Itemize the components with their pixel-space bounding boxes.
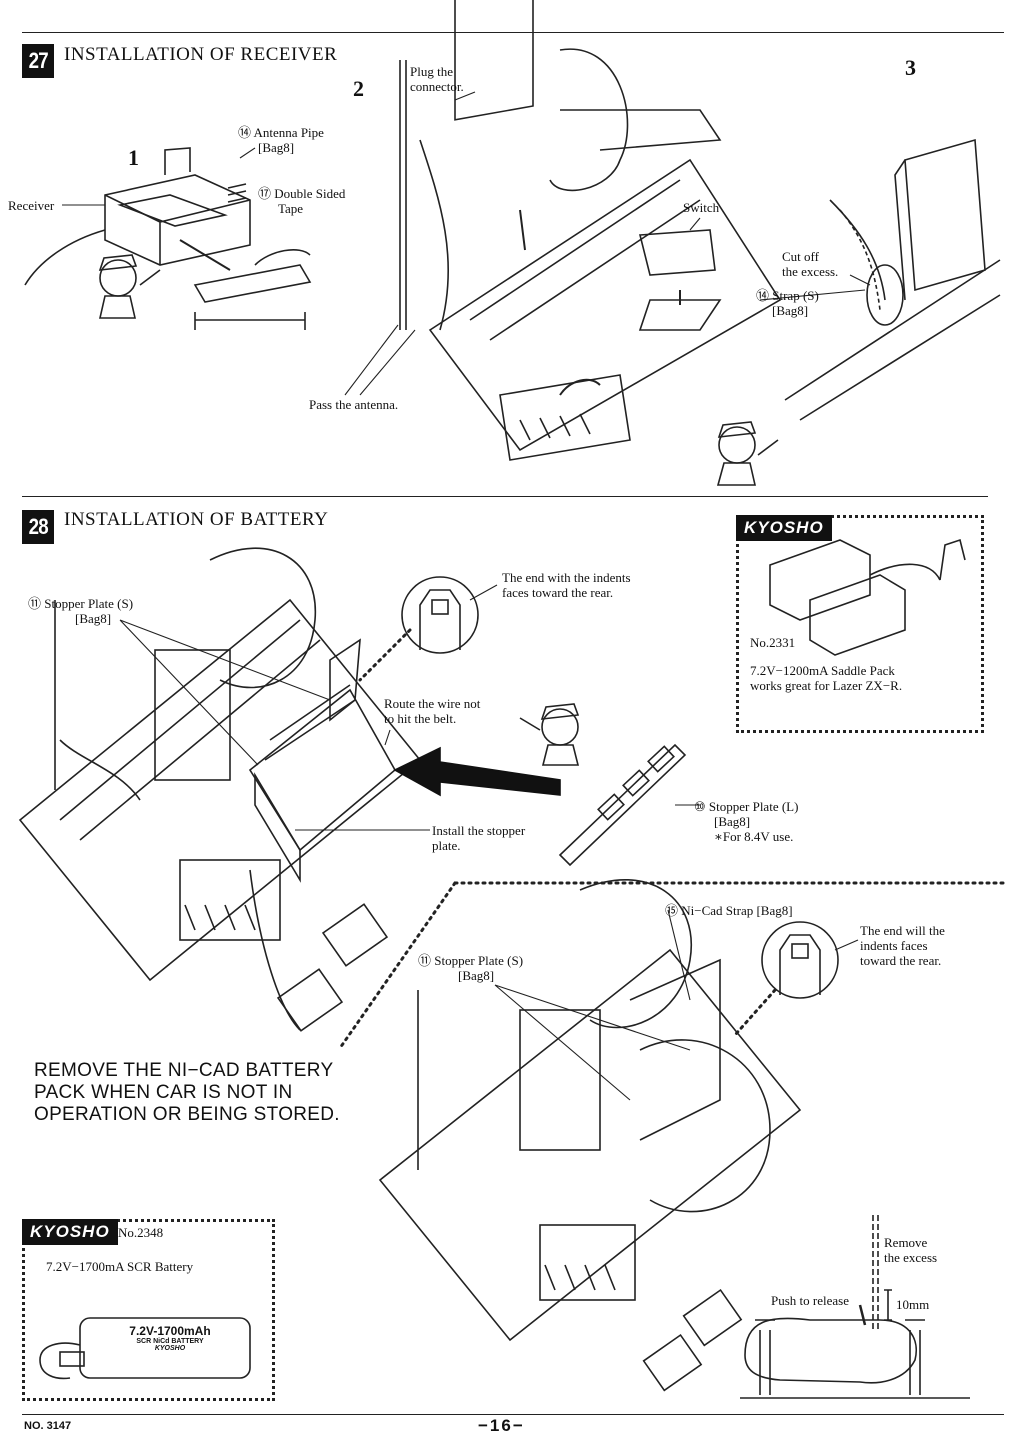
top-divider [22,32,1004,33]
chassis-receiver-illustration [399,0,782,461]
substep-3: 3 [905,55,916,80]
indent-callout-top [401,576,479,654]
double-sided-tape-label: ⑰ Double Sided Tape [258,186,346,216]
route-wire-label: Route the wire not to hit the belt. [384,696,481,726]
scr-battery-number: No.2348 [118,1225,164,1240]
stopper-plate-s-label-bottom: ⑪ Stopper Plate (S) [Bag8] [418,953,524,983]
strap-s-label: ⑭ Strap (S) [Bag8] [756,288,819,318]
indents-rear-label-2: The end will the indents faces toward th… [860,923,945,968]
push-release-detail [740,1215,970,1399]
stopper-plate-l-illustration [558,743,687,867]
mascot-illustration [98,254,779,766]
stopper-plate-l-label: ⑩ Stopper Plate (L) [Bag8] ∗For 8.4V use… [694,799,799,844]
push-release-label: Push to release [771,1293,849,1308]
install-stopper-label: Install the stopper plate. [432,823,526,853]
strap-detail-illustration [784,138,1001,421]
step-27-badge: 27 [22,44,54,78]
dotted-connectors [338,628,1007,1050]
step-28-badge: 28 [22,510,54,544]
leader-lines [62,91,871,1101]
promo-saddle-pack [736,515,984,733]
ten-mm-label: 10mm [896,1297,930,1312]
indent-callout-bottom [761,921,839,999]
substep-1: 1 [128,145,139,170]
kyosho-logo-scr: KYOSHO [22,1219,118,1245]
antenna-pipe-label: ⑭ Antenna Pipe [Bag8] [238,125,324,155]
receiver-label: Receiver [8,198,55,213]
substep-2: 2 [353,76,364,101]
stopper-plate-s-label-top: ⑪ Stopper Plate (S) [Bag8] [28,596,134,626]
chassis-strap-illustration [378,879,802,1392]
page-number: −16− [478,1416,525,1435]
remove-excess-label: Remove the excess [884,1235,938,1265]
saddle-pack-illustration [769,538,966,656]
pass-antenna-label: Pass the antenna. [309,397,399,412]
switch-label: Switch [683,200,720,215]
saddle-pack-number: No.2331 [750,635,796,650]
indents-rear-label: The end with the indents faces toward th… [502,570,631,600]
scr-battery-label: 7.2V-1700mAh SCR NiCd BATTERY KYOSHO [129,1324,211,1352]
cut-excess-label: Cut off the excess. [782,249,839,279]
document-number: NO. 3147 [24,1420,72,1432]
section-27-title: INSTALLATION OF RECEIVER [64,44,338,65]
bottom-divider [22,1414,1004,1415]
scr-battery-description: 7.2V−1700mA SCR Battery [46,1259,194,1274]
scr-battery-illustration [39,1317,251,1380]
receiver-illustration [24,147,312,330]
saddle-pack-description: 7.2V−1200mA Saddle Pack works great for … [750,663,903,693]
battery-warning: REMOVE THE NI−CAD BATTERY PACK WHEN CAR … [34,1060,340,1125]
kyosho-logo-saddle: KYOSHO [736,515,832,541]
direction-arrow [393,746,561,797]
promo-scr-battery [22,1219,275,1401]
section-28-title: INSTALLATION OF BATTERY [64,509,329,530]
section-divider [22,496,988,497]
nicad-strap-label: ⑮ Ni−Cad Strap [Bag8] [665,903,793,918]
plug-connector-label: Plug the connector. [410,64,464,94]
